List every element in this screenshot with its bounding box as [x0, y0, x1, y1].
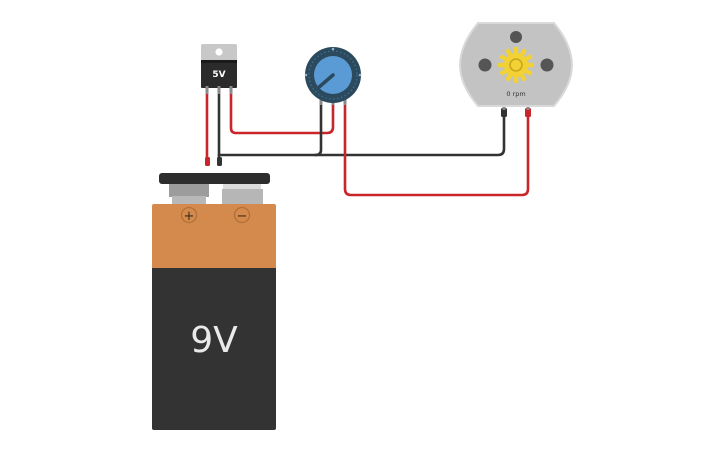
motor-screw-top — [510, 31, 522, 43]
regulator-body-edge — [201, 60, 237, 63]
potentiometer-dot-left — [304, 73, 308, 77]
regulator-label: 5V — [212, 70, 225, 80]
potentiometer-scale — [308, 50, 358, 100]
potentiometer-pin-2[interactable] — [343, 96, 347, 105]
battery-plus-terminal[interactable] — [169, 184, 209, 197]
battery-top-band — [152, 204, 276, 271]
motor-screw-left — [478, 58, 492, 72]
battery-minus-marker — [233, 206, 251, 224]
regulator-body — [201, 60, 237, 88]
potentiometer-dot-top — [331, 47, 335, 51]
regulator-mount-hole — [215, 48, 223, 56]
motor-speed-readout: 0 rpm — [506, 90, 525, 98]
wire-regulator-to-potentiometer[interactable] — [229, 88, 335, 135]
battery-band-divider — [152, 268, 276, 272]
gear-icon — [498, 47, 534, 83]
regulator-pin-ground[interactable] — [217, 86, 221, 94]
potentiometer[interactable] — [304, 47, 362, 105]
connector-red-motor — [525, 108, 531, 117]
potentiometer-indicator — [316, 73, 335, 90]
wires — [205, 88, 530, 197]
voltage-regulator[interactable]: 5V — [201, 44, 237, 94]
battery-plus-terminal-base — [172, 196, 206, 205]
battery-terminal-plate — [159, 173, 270, 184]
battery-body — [152, 270, 276, 430]
battery-plus-marker — [180, 206, 198, 224]
regulator-pin-input[interactable] — [205, 86, 209, 94]
wire-potentiometer-to-motor[interactable] — [343, 100, 530, 197]
potentiometer-pin-1[interactable] — [319, 96, 323, 105]
battery-9v[interactable]: + − 9V — [152, 173, 276, 430]
regulator-pin-output[interactable] — [229, 86, 233, 94]
dc-motor[interactable]: 0 rpm — [458, 22, 574, 110]
motor-housing-outline — [458, 22, 574, 107]
battery-plus-symbol: + — [184, 209, 195, 224]
wire-connectors — [205, 108, 531, 166]
connector-red-battery — [205, 157, 210, 166]
connector-black-battery — [217, 157, 222, 166]
battery-minus-terminal-top — [223, 184, 261, 190]
battery-minus-symbol: − — [237, 209, 248, 224]
motor-screw-right — [540, 58, 554, 72]
battery-minus-terminal[interactable] — [222, 189, 263, 205]
battery-voltage-label: 9V — [190, 320, 238, 361]
potentiometer-dot-right — [358, 73, 362, 77]
connector-black-motor — [501, 108, 507, 117]
wire-ground-bus[interactable] — [217, 112, 506, 157]
wire-potentiometer-ground[interactable] — [313, 100, 323, 157]
